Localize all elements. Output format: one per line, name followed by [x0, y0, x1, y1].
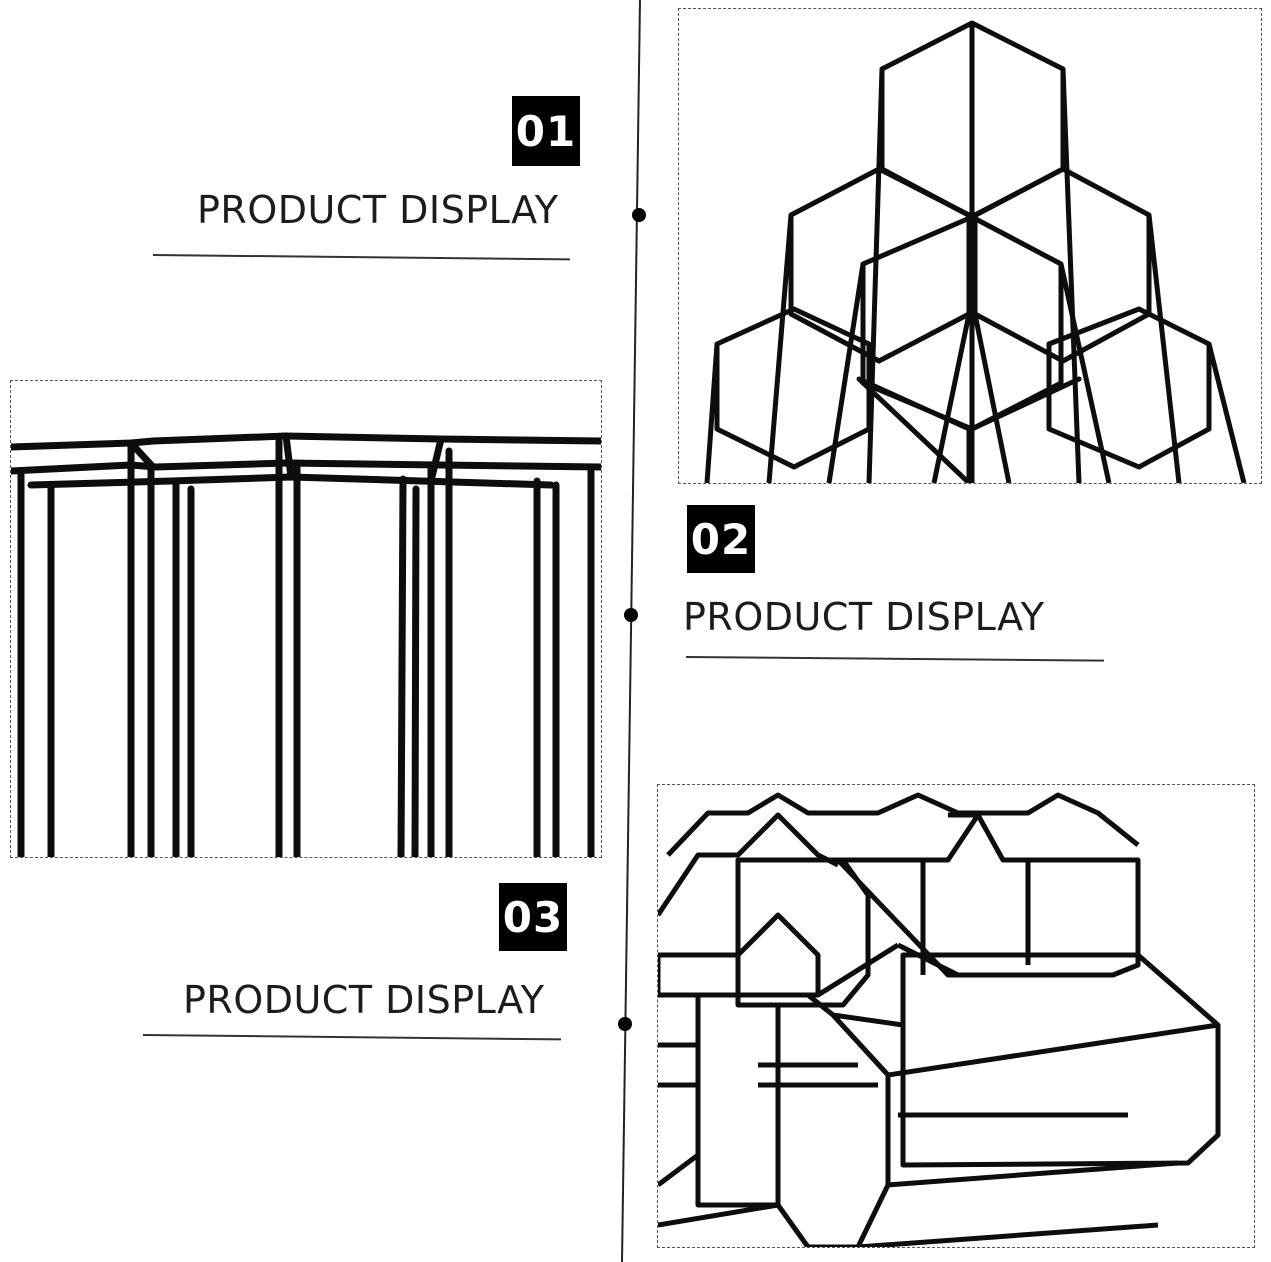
section-title-03: PRODUCT DISPLAY	[183, 978, 545, 1022]
product-photo-rack-closeup	[10, 380, 602, 858]
section-number-01: 01	[512, 96, 580, 166]
rack-bars-closeup-illustration	[11, 432, 601, 857]
product-photo-rack-angle	[657, 784, 1255, 1248]
product-photo-rack-front	[678, 8, 1262, 484]
section-title-01: PRODUCT DISPLAY	[197, 188, 559, 232]
hexagon-rack-angle-illustration	[658, 792, 1221, 1247]
section-number-03: 03	[499, 883, 567, 951]
hexagon-rack-front-illustration	[704, 20, 1247, 483]
timeline-dot-03	[618, 1017, 632, 1031]
timeline-dot-02	[624, 608, 638, 622]
section-title-02: PRODUCT DISPLAY	[683, 595, 1045, 639]
section-number-02: 02	[687, 505, 755, 573]
timeline-dot-01	[632, 208, 646, 222]
